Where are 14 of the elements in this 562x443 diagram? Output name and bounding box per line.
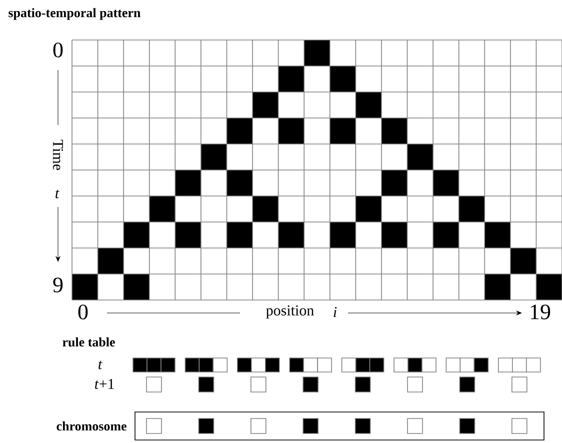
chromosome-box: chromosome xyxy=(56,412,544,440)
axis-label: Time xyxy=(52,140,64,170)
section-heading: rule table xyxy=(62,337,115,347)
axis-label: 0 xyxy=(53,42,63,58)
node-label: chromosome xyxy=(56,421,126,431)
axis-label: t xyxy=(56,190,60,198)
axis-label: 19 xyxy=(530,304,550,320)
row-label: t xyxy=(98,360,102,370)
axis-label: 0 xyxy=(78,304,88,320)
axis-label: position xyxy=(266,305,314,319)
axis-label: 9 xyxy=(53,278,63,292)
axis-label: i xyxy=(334,307,337,317)
title: spatio-temporal pattern xyxy=(8,8,141,20)
row-label: t+1 xyxy=(95,378,114,389)
